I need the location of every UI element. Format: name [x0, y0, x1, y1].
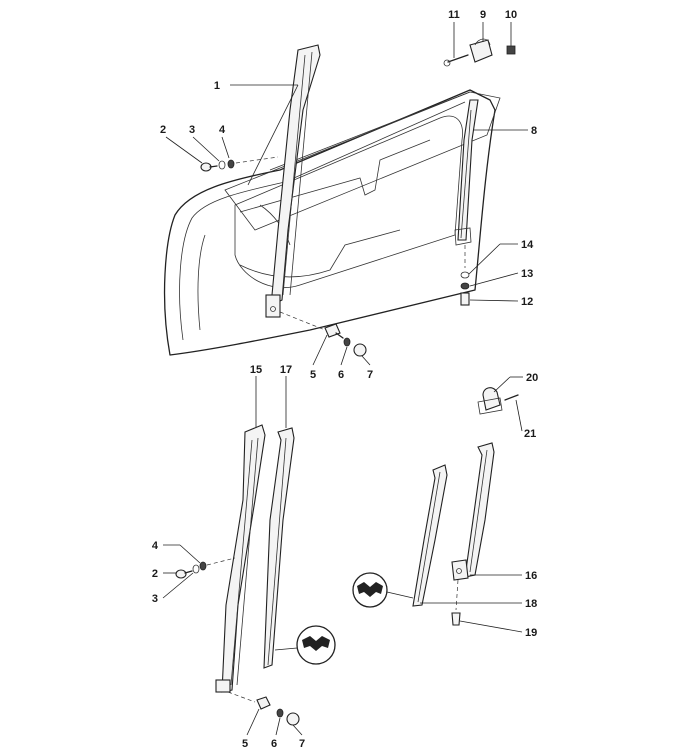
- callout-5: 5: [310, 369, 316, 381]
- channel-16: [451, 442, 495, 581]
- window-glass: [224, 91, 501, 231]
- leader-lines: [162, 22, 528, 736]
- fastener-19: [451, 579, 461, 626]
- callout-20: 20: [526, 372, 538, 384]
- callout-3: 3: [189, 124, 195, 136]
- callout-4-lower: 4: [152, 540, 159, 552]
- callout-12: 12: [521, 296, 533, 308]
- nut-10: [506, 45, 516, 55]
- callout-7: 7: [367, 369, 373, 381]
- rear-fasteners-12-13-14: [460, 245, 470, 306]
- channel-18: [412, 464, 448, 607]
- seal-17: [263, 427, 295, 669]
- screw-11: [447, 54, 469, 63]
- callout-17: 17: [280, 364, 292, 376]
- screw-21: [504, 394, 519, 401]
- lower-left-fasteners: [175, 557, 300, 726]
- callout-19: 19: [525, 627, 537, 639]
- callout-6-lower: 6: [271, 738, 277, 748]
- callout-14: 14: [521, 239, 534, 251]
- callout-7-lower: 7: [299, 738, 305, 748]
- callout-9: 9: [480, 9, 486, 21]
- callout-labels: 1 2 3 4 8 11 9 10 14 13 12 5 6 7 15 17 4…: [152, 9, 538, 748]
- callout-21: 21: [524, 428, 536, 440]
- callout-5-lower: 5: [242, 738, 248, 748]
- lower-fasteners-5-6-7: [279, 311, 367, 357]
- callout-11: 11: [448, 9, 460, 21]
- door-shell: [163, 89, 496, 356]
- front-fasteners-2-3-4: [200, 156, 279, 172]
- callout-4: 4: [219, 124, 226, 136]
- callout-15: 15: [250, 364, 262, 376]
- profile-callout-18: [352, 572, 414, 608]
- callout-18: 18: [525, 598, 537, 610]
- callout-1: 1: [214, 80, 220, 92]
- channel-15: [215, 424, 266, 693]
- callout-8: 8: [531, 125, 537, 137]
- bracket-20: [477, 387, 519, 415]
- callout-16: 16: [525, 570, 537, 582]
- callout-2: 2: [160, 124, 166, 136]
- seal-profile-callout: [274, 625, 336, 665]
- callout-2-lower: 2: [152, 568, 158, 580]
- callout-13: 13: [521, 268, 533, 280]
- front-window-channel-1: [265, 44, 321, 318]
- callout-3-lower: 3: [152, 593, 158, 605]
- callout-10: 10: [505, 9, 517, 21]
- callout-6: 6: [338, 369, 344, 381]
- rear-guide-bracket-9: [443, 38, 516, 67]
- rear-window-channel-8: [454, 99, 479, 246]
